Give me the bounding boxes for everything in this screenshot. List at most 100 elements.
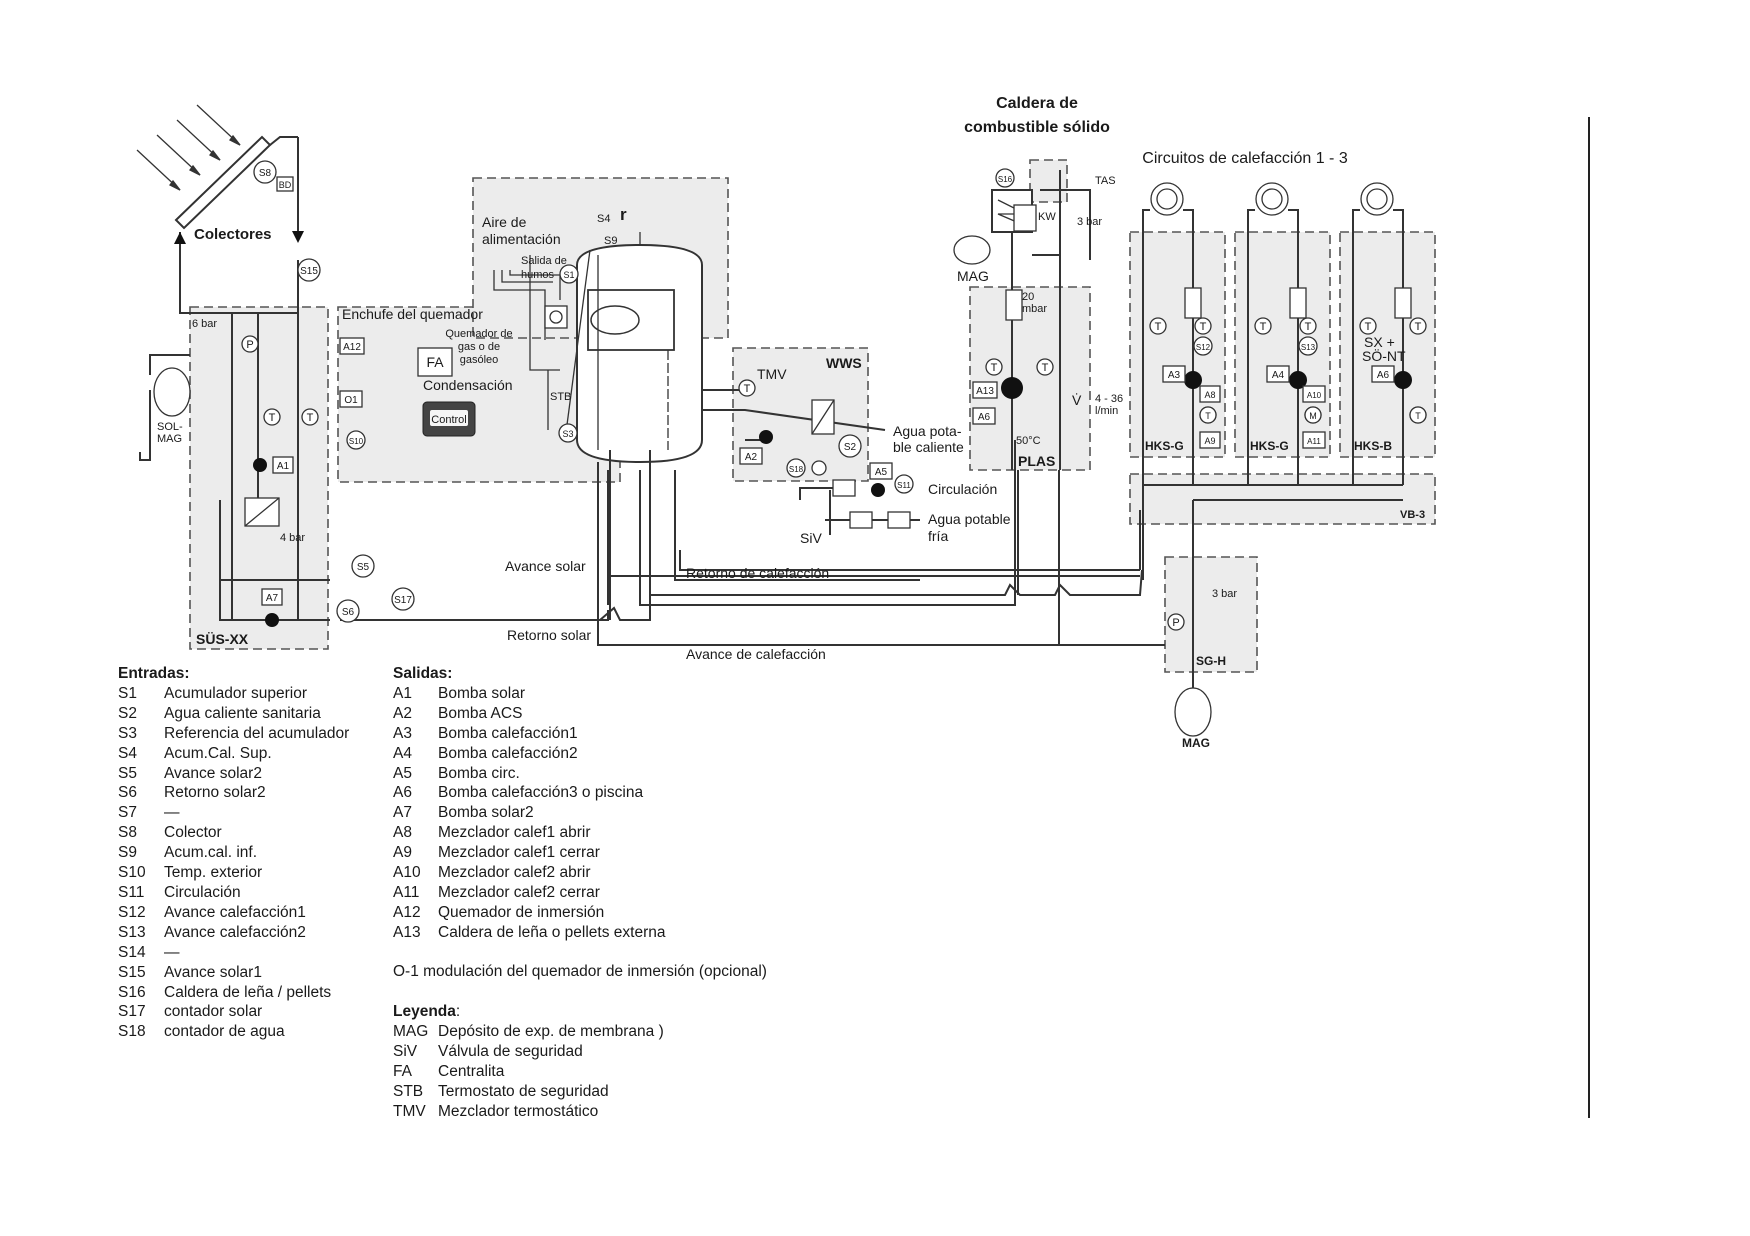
temp-indicator-hk2-a: T bbox=[1260, 321, 1267, 333]
hks-b-label: HKS-B bbox=[1354, 439, 1392, 453]
sx-label-1: SX + bbox=[1364, 334, 1395, 350]
fa-box bbox=[417, 347, 453, 377]
avance-calefaccion-label: Avance de calefacción bbox=[686, 646, 826, 662]
mag-bottom-tank bbox=[1174, 687, 1212, 737]
r-label: r bbox=[620, 205, 627, 224]
temp-indicator-hk2-b: T bbox=[1305, 321, 1312, 333]
ft-dashed bbox=[1029, 159, 1068, 203]
distribution-bars bbox=[1142, 484, 1403, 690]
actuator-a4: A4 bbox=[1272, 370, 1285, 381]
main-pipes bbox=[340, 440, 1165, 646]
circulacion-label: Circulación bbox=[928, 481, 997, 497]
heating-circuits-title: Circuitos de calefacción 1 - 3 bbox=[1142, 150, 1348, 167]
storage-tank bbox=[576, 243, 703, 464]
tas-label: TAS bbox=[1095, 175, 1116, 187]
actuator-a9: A9 bbox=[1204, 436, 1215, 446]
flow-label-2: l/min bbox=[1095, 405, 1118, 417]
temp-indicator-hk3-b: T bbox=[1415, 321, 1422, 333]
agua-potable-label-2: ble caliente bbox=[893, 439, 964, 455]
sensor-s17: S17 bbox=[394, 595, 412, 606]
bar4-label: 4 bar bbox=[280, 532, 305, 544]
sensor-s15: S15 bbox=[300, 266, 318, 277]
mag-bottom-label: MAG bbox=[1182, 736, 1210, 750]
mag-boiler bbox=[953, 235, 991, 265]
actuator-a8: A8 bbox=[1204, 390, 1215, 400]
actuator-tags: A1 A7 A12 O1 A2 A5 A13 A6 A3 A8 A9 A4 A1… bbox=[261, 337, 1395, 606]
bar3-label-sgh: 3 bar bbox=[1212, 588, 1237, 600]
sun-rays bbox=[136, 104, 241, 191]
temp-indicator-plas-1: T bbox=[991, 362, 998, 374]
sol-mag-label-2: MAG bbox=[157, 433, 182, 445]
flow-label-1: 4 - 36 bbox=[1095, 393, 1123, 405]
sensor-s4: S4 bbox=[597, 213, 610, 225]
pump-a7 bbox=[265, 613, 279, 627]
sensor-tags: S8 S15 S1 S4 S9 S3 S10 S5 S6 S17 S2 S18 … bbox=[253, 160, 1318, 623]
fa-label: FA bbox=[426, 354, 444, 370]
temp-indicator-hk1-a: T bbox=[1155, 321, 1162, 333]
deg50-label: 50°C bbox=[1016, 435, 1041, 447]
bar3-label-boiler: 3 bar bbox=[1077, 216, 1102, 228]
solid-fuel-boiler bbox=[991, 189, 1037, 233]
indicator-tags: P T T T T T T T T T T T T M T P bbox=[241, 317, 1427, 631]
temp-indicator-2: T bbox=[307, 412, 314, 424]
plas-label: PLAS bbox=[1018, 453, 1055, 469]
sol-mag-label-1: SOL- bbox=[157, 421, 183, 433]
boiler-title-line2: combustible sólido bbox=[964, 119, 1110, 136]
sensor-s2: S2 bbox=[844, 442, 857, 453]
actuator-a3: A3 bbox=[1168, 370, 1181, 381]
actuator-a1: A1 bbox=[277, 461, 290, 472]
aire-label-2: alimentación bbox=[482, 231, 561, 247]
bd-label: BD bbox=[279, 180, 292, 190]
sx-label-2: SÖ-NT bbox=[1362, 347, 1406, 364]
sensor-s9: S9 bbox=[604, 235, 617, 247]
collector-panel bbox=[174, 135, 272, 230]
mbar-label-2: mbar bbox=[1022, 303, 1047, 315]
sensor-s6: S6 bbox=[342, 607, 355, 618]
condensacion-label: Condensación bbox=[423, 377, 513, 393]
agua-fria-label-2: fría bbox=[928, 528, 948, 544]
hks-g-label-2: HKS-G bbox=[1250, 439, 1289, 453]
kw-label: KW bbox=[1038, 211, 1056, 223]
retorno-calefaccion-label: Retorno de calefacción bbox=[686, 565, 829, 581]
temp-indicator-1: T bbox=[269, 412, 276, 424]
actuator-a13: A13 bbox=[976, 386, 994, 397]
boiler-title-line1: Caldera de bbox=[996, 95, 1078, 112]
sensor-s13: S13 bbox=[1301, 343, 1316, 352]
motor-indicator-hk2: M bbox=[1309, 411, 1317, 421]
quemador-label-3: gasóleo bbox=[460, 354, 499, 366]
sgh-label: SG-H bbox=[1196, 654, 1226, 668]
temp-indicator-hk3-a: T bbox=[1365, 321, 1372, 333]
actuator-a5: A5 bbox=[875, 467, 888, 478]
quemador-label-2: gas o de bbox=[458, 341, 500, 353]
actuator-a10: A10 bbox=[1307, 391, 1322, 400]
retorno-solar-label: Retorno solar bbox=[507, 627, 591, 643]
salida-label-2: humos bbox=[521, 269, 555, 281]
vb3-label: VB-3 bbox=[1400, 509, 1425, 521]
siv-label: SiV bbox=[800, 530, 822, 546]
sensor-s1: S1 bbox=[563, 270, 574, 280]
mbar-label-1: 20 bbox=[1022, 291, 1034, 303]
salida-label-1: Salida de bbox=[521, 255, 567, 267]
agua-fria-label-1: Agua potable bbox=[928, 511, 1011, 527]
sensor-s10: S10 bbox=[349, 437, 364, 446]
temp-indicator-tmv: T bbox=[744, 383, 751, 395]
heating-circuit-2 bbox=[1247, 182, 1322, 485]
quemador-label-1: Quemador de bbox=[445, 328, 512, 340]
pressure-indicator: P bbox=[246, 339, 253, 351]
aire-label-1: Aire de bbox=[482, 214, 527, 230]
actuator-a2: A2 bbox=[745, 452, 758, 463]
stb-label: STB bbox=[550, 391, 571, 403]
actuator-o1: O1 bbox=[344, 395, 358, 406]
actuator-a6: A6 bbox=[1377, 370, 1390, 381]
sensor-s11: S11 bbox=[897, 481, 911, 490]
wws-label: WWS bbox=[826, 355, 862, 371]
actuator-a7: A7 bbox=[266, 593, 279, 604]
mag-label-boiler: MAG bbox=[957, 268, 989, 284]
sensor-s18: S18 bbox=[789, 465, 804, 474]
sg-h-module bbox=[1164, 556, 1258, 673]
temp-indicator-hk1-c: T bbox=[1205, 411, 1211, 421]
heating-circuit-3 bbox=[1352, 182, 1427, 485]
sol-mag-tank bbox=[153, 367, 191, 417]
pump-a5 bbox=[871, 483, 885, 497]
